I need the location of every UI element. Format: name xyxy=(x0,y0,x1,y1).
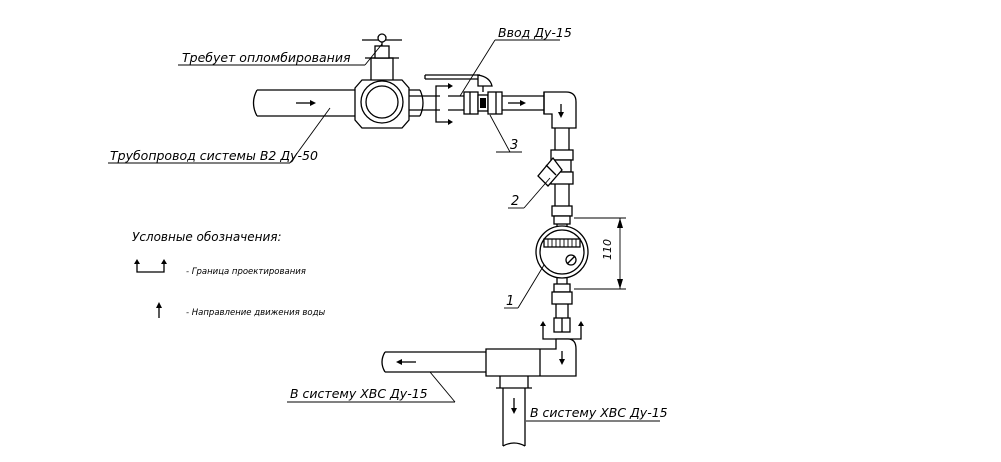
legend-item-flow: - Направление движения воды xyxy=(186,308,325,318)
flow-arrow-right-icon xyxy=(296,100,316,106)
meter-display xyxy=(543,238,581,248)
flow-direction-arrow-icon xyxy=(156,302,162,318)
flow-arrow-down-icon xyxy=(558,104,564,118)
seal-required-label: Требует опломбирования xyxy=(182,50,351,65)
design-boundary-inlet-icon xyxy=(435,83,453,125)
flow-arrow-down-icon xyxy=(559,351,565,365)
flow-arrow-right-icon xyxy=(508,100,526,106)
dimension-110 xyxy=(574,217,626,290)
item-2-label: 2 xyxy=(511,194,519,209)
dimension-label: 110 xyxy=(601,239,614,260)
outlet-pipe-down xyxy=(502,388,526,447)
item-1-label: 1 xyxy=(506,294,514,309)
elbow-top-right xyxy=(543,91,577,129)
legend-title: Условные обозначения: xyxy=(132,230,282,244)
flow-arrow-left-icon xyxy=(396,359,416,365)
strainer-filter-item-2 xyxy=(537,149,574,187)
tee-valve-assembly xyxy=(354,33,410,129)
ball-valve-item-3 xyxy=(424,74,503,115)
inlet-label: Ввод Ду-15 xyxy=(498,25,572,40)
to-hvs-left-label: В систему ХВС Ду-15 xyxy=(290,386,428,401)
vertical-riser xyxy=(554,128,570,206)
outlet-pipe-left xyxy=(381,351,486,373)
item-3-label: 3 xyxy=(510,138,518,153)
to-hvs-down-label: В систему ХВС Ду-15 xyxy=(530,405,668,420)
bottom-elbow-tee xyxy=(485,338,577,389)
water-meter-item-1 xyxy=(535,225,589,279)
legend: Условные обозначения: - Граница проектир… xyxy=(132,230,325,318)
legend-item-boundary: - Граница проектирования xyxy=(186,267,306,277)
leader-lines xyxy=(108,39,660,422)
pipeline-b2-label: Трубопровод системы В2 Ду-50 xyxy=(110,148,318,163)
design-boundary-icon xyxy=(134,259,167,273)
meter-coupling-bottom xyxy=(551,278,573,333)
flow-arrow-down-icon xyxy=(511,398,517,414)
